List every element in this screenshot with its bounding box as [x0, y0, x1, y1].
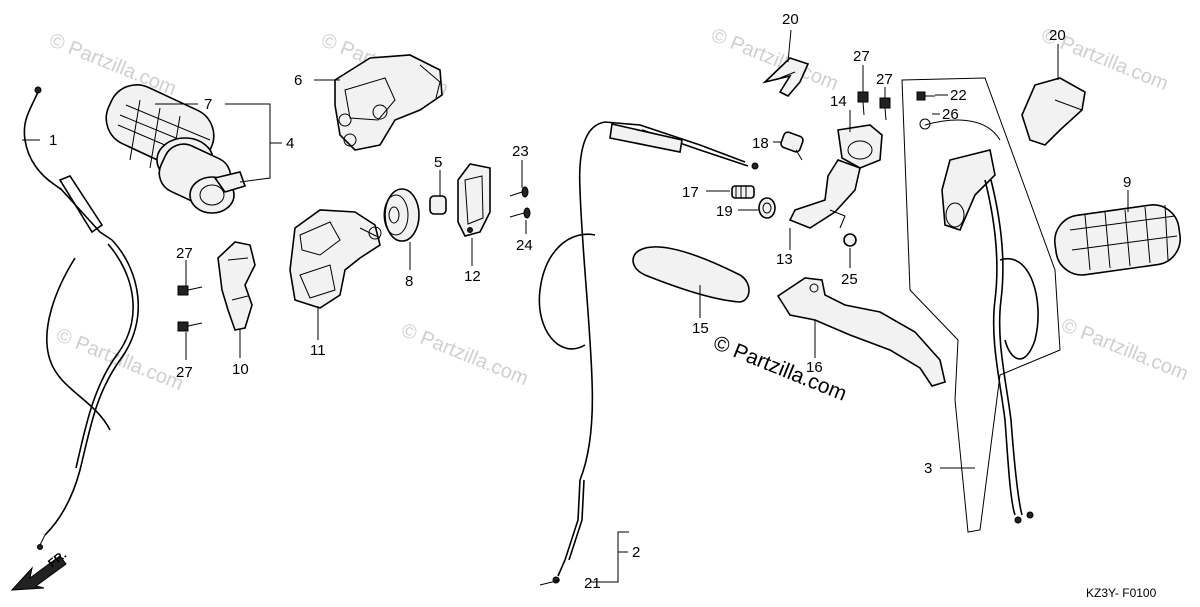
callout-5: 5: [434, 154, 442, 171]
watermark: © Partzilla.com: [46, 29, 179, 100]
front-direction-arrow: [10, 555, 67, 591]
callout-22: 22: [950, 87, 967, 104]
main-watermark: © Partzilla.com: [710, 331, 850, 405]
right-grip: [1053, 204, 1181, 276]
watermark: © Partzilla.com: [398, 319, 531, 390]
clutch-cable: [538, 121, 759, 586]
callout-14: 14: [830, 93, 847, 110]
watermarks: © Partzilla.com © Partzilla.com © Partzi…: [46, 24, 1191, 405]
callout-4: 4: [286, 135, 294, 152]
callout-7: 7: [204, 96, 212, 113]
housing-cover: [457, 163, 491, 237]
lever-cover: [632, 246, 750, 303]
callout-26: 26: [942, 106, 959, 123]
pivot-pin: [780, 131, 804, 161]
throttle-housing-upper: [334, 54, 443, 151]
throttle-cable: [23, 86, 140, 550]
callout-24: 24: [516, 237, 533, 254]
clamp: [217, 241, 256, 331]
callout-12: 12: [464, 268, 481, 285]
callout-9: 9: [1123, 174, 1131, 191]
screw: [916, 91, 935, 101]
callout-2: 2: [632, 544, 640, 561]
bolt: [857, 91, 869, 116]
callout-15: 15: [692, 320, 709, 337]
callout-25: 25: [841, 271, 858, 288]
watermark: © Partzilla.com: [708, 24, 841, 95]
clutch-lever: [776, 277, 946, 387]
throttle-housing-lower: [289, 209, 382, 309]
cable-adjuster: [731, 185, 755, 199]
callout-13: 13: [776, 251, 793, 268]
screw: [509, 207, 531, 219]
callouts: 1 2 3 4 5 6 7 8 9 10 11 12 13 14 15 16 1…: [49, 11, 1131, 592]
callout-21: 21: [584, 575, 601, 592]
throttle-pulley: [383, 188, 420, 242]
diagram-code: KZ3Y- F0100: [1086, 586, 1157, 600]
lever-holder: [837, 124, 883, 169]
callout-17: 17: [682, 184, 699, 201]
bolt: [879, 97, 891, 121]
collar: [429, 195, 447, 215]
watermark: © Partzilla.com: [1058, 314, 1191, 385]
callout-8: 8: [405, 273, 413, 290]
callout-10: 10: [232, 361, 249, 378]
nut: [843, 233, 857, 247]
callout-16: 16: [806, 359, 823, 376]
callout-20-left: 20: [782, 11, 799, 28]
leader-lines: [22, 29, 1129, 583]
callout-27-b: 27: [176, 364, 193, 381]
callout-11: 11: [310, 342, 326, 359]
washer: [919, 118, 931, 130]
throttle-tube: [156, 137, 247, 214]
callout-19: 19: [716, 203, 733, 220]
locknut: [758, 197, 776, 219]
callout-27-a: 27: [176, 245, 193, 262]
callout-27-c: 27: [853, 48, 870, 65]
callout-1: 1: [49, 132, 57, 149]
callout-27-d: 27: [876, 71, 893, 88]
callout-18: 18: [752, 135, 769, 152]
screw: [509, 186, 529, 198]
callout-3: 3: [924, 460, 932, 477]
cable-strap: [762, 57, 810, 97]
engine-stop-switch: [901, 77, 1061, 533]
callout-23: 23: [512, 143, 529, 160]
cable-strap: [1021, 77, 1086, 146]
callout-20-right: 20: [1049, 27, 1066, 44]
callout-6: 6: [294, 72, 302, 89]
bolt: [177, 285, 203, 296]
bolt: [177, 321, 203, 332]
lever-bracket: [788, 159, 861, 229]
